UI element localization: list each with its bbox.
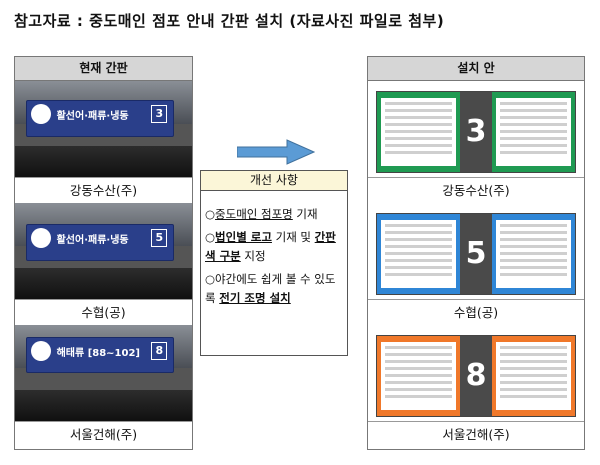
proposed-board-2: 5	[376, 213, 576, 295]
current-sign-photo-2: 활선어·패류·냉동 5	[15, 203, 192, 299]
sign-text: 활선어·패류·냉동	[56, 111, 129, 123]
caption-proposed-1: 강동수산(주)	[368, 177, 584, 203]
sign-number: 8	[151, 341, 168, 360]
improvement-item-1: ○중도매인 점포명 기재	[205, 207, 318, 221]
improvement-header: 개선 사항	[201, 171, 347, 191]
caption-proposed-3: 서울건해(주)	[368, 421, 584, 447]
sign-text: 활선어·패류·냉동	[56, 235, 129, 247]
proposed-sign-header: 설치 안	[368, 57, 584, 81]
improvement-item-3: ○야간에도 쉽게 볼 수 있도록 전기 조명 설치	[205, 272, 336, 305]
improvement-item-2: ○법인별 로고 기재 및 간판 색 구분 지정	[205, 230, 336, 263]
caption-current-3: 서울건해(주)	[15, 421, 192, 447]
proposed-board-1: 3	[376, 91, 576, 173]
sign-number: 3	[151, 105, 168, 124]
arrow-right-icon	[237, 139, 315, 165]
current-sign-photo-3: 해태류 [88~102] 8	[15, 325, 192, 421]
current-sign-photo-1: 활선어·패류·냉동 3	[15, 81, 192, 177]
board-number: 5	[465, 236, 487, 272]
board-number: 3	[465, 114, 487, 150]
caption-current-1: 강동수산(주)	[15, 177, 192, 203]
sign-number: 5	[151, 229, 168, 248]
caption-proposed-2: 수협(공)	[368, 299, 584, 325]
current-sign-panel: 현재 간판 활선어·패류·냉동 3 강동수산(주) 활선어·패류·냉동 5 수협…	[14, 56, 193, 450]
page-title: 참고자료 : 중도매인 점포 안내 간판 설치 (자료사진 파일로 첨부)	[14, 12, 445, 30]
current-sign-header: 현재 간판	[15, 57, 192, 81]
board-number: 8	[465, 358, 487, 394]
caption-current-2: 수협(공)	[15, 299, 192, 325]
improvement-box: 개선 사항 ○중도매인 점포명 기재 ○법인별 로고 기재 및 간판 색 구분 …	[200, 170, 348, 356]
proposed-board-3: 8	[376, 335, 576, 417]
sign-text: 해태류 [88~102]	[56, 347, 141, 359]
proposed-sign-panel: 설치 안 3 강동수산(주) 5 수협(공) 8 서울건해(주)	[367, 56, 585, 450]
